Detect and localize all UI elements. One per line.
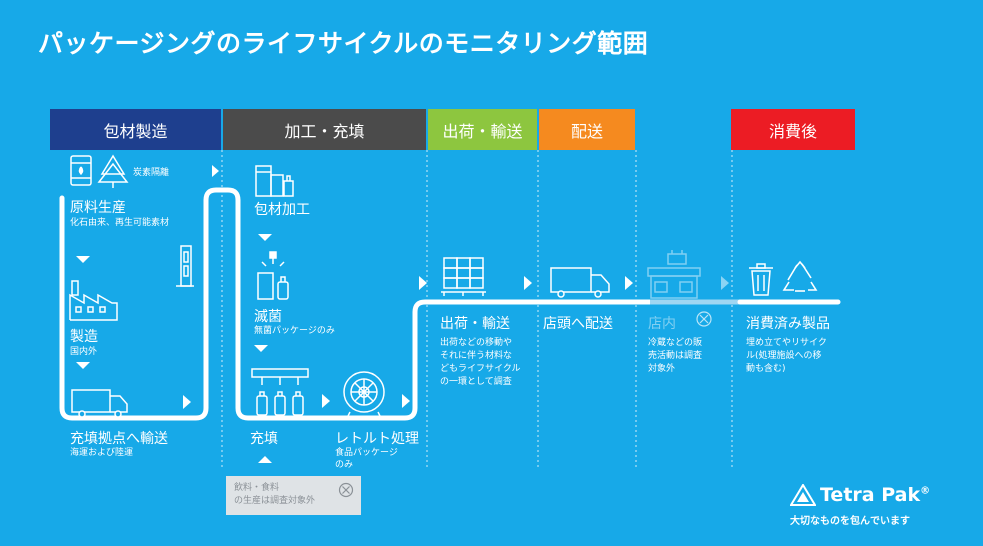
- retort-icon: [343, 371, 385, 421]
- stage-label: 包材製造: [103, 121, 168, 141]
- arrow-right-icon: [721, 276, 729, 290]
- arrow-right-icon: [419, 276, 427, 290]
- packaging-processing-label: 包材加工: [254, 202, 310, 218]
- arrow-right-icon: [212, 165, 219, 177]
- transport-to-filling-sub: 海運および陸運: [70, 448, 134, 458]
- packaging-rolls-icon: [255, 165, 294, 197]
- carbon-sequestration-label: 炭素隔離: [133, 168, 170, 178]
- shipping-label: 出荷・輸送: [440, 316, 510, 332]
- stage-label: 配送: [570, 121, 603, 141]
- excluded-icon: [338, 482, 354, 498]
- factory-icon: [69, 280, 118, 321]
- sterilization-label: 滅菌: [254, 309, 282, 325]
- in-store-note-1: 冷蔵などの販: [648, 338, 703, 348]
- pallet-icon: [441, 257, 486, 296]
- exclusion-line-1: 飲料・食料: [234, 483, 280, 493]
- shipping-note-3: どもライフサイクル: [440, 364, 521, 374]
- stage-packaging-manufacturing: 包材製造: [50, 109, 221, 150]
- arrow-right-icon: [625, 276, 633, 290]
- trash-bin-icon: [749, 263, 773, 296]
- stage-shipping: 出荷・輸送: [428, 109, 537, 150]
- sterilization-sub: 無菌パッケージのみ: [254, 326, 335, 336]
- retort-label: レトルト処理: [335, 431, 419, 447]
- post-consumer-note-3: 動も含む): [746, 364, 786, 374]
- oil-drum-icon: [70, 155, 92, 186]
- logo-registered: ®: [920, 485, 931, 497]
- post-consumer-note-1: 埋め立てやリサイク: [746, 338, 827, 348]
- stage-separators: [221, 150, 733, 470]
- shipping-note-2: それに伴う材料な: [440, 351, 513, 361]
- forklift-icon: [176, 245, 194, 287]
- recycle-icon: [782, 260, 818, 292]
- arrow-up-icon: [258, 456, 272, 463]
- manufacturing-sub: 国内外: [70, 347, 98, 357]
- arrow-right-icon: [524, 276, 532, 290]
- filling-label: 充填: [250, 431, 278, 447]
- stage-label: 加工・充填: [284, 121, 365, 141]
- in-store-label: 店内: [648, 316, 676, 332]
- retort-sub-2: のみ: [335, 460, 354, 470]
- arrow-right-icon: [322, 394, 330, 408]
- stage-delivery: 配送: [539, 109, 635, 150]
- manufacturing-label: 製造: [70, 329, 98, 345]
- raw-material-sub: 化石由来、再生可能素材: [70, 218, 170, 228]
- transport-to-filling-label: 充填拠点へ輸送: [70, 431, 168, 447]
- stage-label: 消費後: [768, 121, 817, 141]
- tetra-pak-logo-icon: [790, 484, 816, 506]
- post-consumer-label: 消費済み製品: [746, 316, 830, 332]
- stage-label: 出荷・輸送: [442, 121, 523, 141]
- arrow-right-icon: [402, 394, 410, 408]
- flow-arrows: [76, 165, 729, 463]
- arrow-down-icon: [76, 362, 90, 369]
- stage-processing-filling: 加工・充填: [223, 109, 426, 150]
- store-delivery-label: 店頭へ配送: [543, 316, 613, 332]
- excluded-icon: [696, 311, 712, 327]
- shipping-note-4: の一環として調査: [440, 377, 512, 387]
- in-store-note-3: 対象外: [648, 364, 676, 374]
- exclusion-box: 飲料・食料 の生産は調査対象外: [226, 476, 361, 515]
- filling-machine-icon: [251, 368, 309, 416]
- in-store-note-2: 売活動は調査: [648, 351, 703, 361]
- logo-tagline: 大切なものを包んでいます: [790, 516, 910, 527]
- arrow-down-icon: [258, 234, 272, 241]
- arrow-right-icon: [183, 395, 191, 409]
- arrow-down-icon: [76, 256, 90, 263]
- post-consumer-note-2: ル(処理施設への移: [746, 351, 822, 361]
- exclusion-line-2: の生産は調査対象外: [234, 496, 316, 506]
- logo-name-text: Tetra Pak: [820, 484, 921, 506]
- page-title: パッケージングのライフサイクルのモニタリング範囲: [38, 29, 649, 58]
- spray-icon: [257, 251, 289, 300]
- shipping-note-1: 出荷などの移動や: [440, 338, 513, 348]
- tree-icon: [97, 154, 129, 188]
- arrow-down-icon: [254, 345, 268, 352]
- raw-material-label: 原料生産: [70, 200, 126, 216]
- stage-post-consumer: 消費後: [731, 109, 855, 150]
- flow-line: [59, 187, 723, 421]
- delivery-truck-icon: [550, 267, 610, 298]
- retort-sub-1: 食品パッケージ: [335, 448, 398, 458]
- logo-name: Tetra Pak®: [820, 484, 930, 506]
- truck-icon: [71, 389, 128, 418]
- store-icon: [647, 250, 701, 299]
